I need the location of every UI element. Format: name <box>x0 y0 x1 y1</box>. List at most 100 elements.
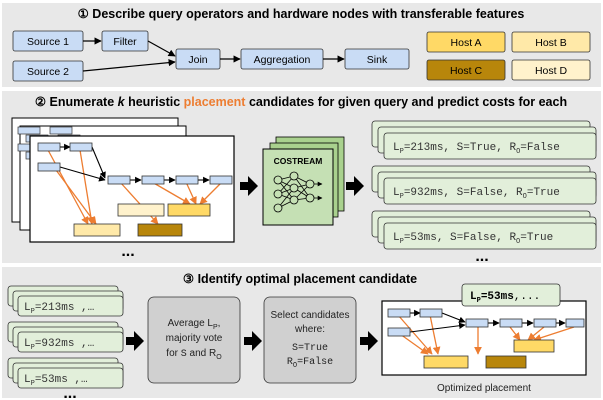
edge-source2-join <box>82 59 176 72</box>
operator-sink: Sink <box>344 48 410 70</box>
prediction-3-lp: =53ms, <box>404 232 444 244</box>
candidates-ellipsis: ... <box>121 243 134 260</box>
section-2-title-post: candidates for given query and predict c… <box>245 95 567 109</box>
host-d-label: Host D <box>535 65 568 77</box>
average-line-3: for S and RO <box>166 348 222 361</box>
operator-join: Join <box>175 48 221 70</box>
section-2-title-placement: placement <box>184 95 247 109</box>
candidate-2: LP=932ms ,… <box>7 321 124 353</box>
section-2-title-pre: ② Enumerate <box>35 95 118 109</box>
optimized-placement-nodes <box>387 308 585 337</box>
operator-source-1-label: Source 1 <box>27 36 69 48</box>
arrow-to-result <box>360 331 378 351</box>
operator-sink-label: Sink <box>367 54 388 66</box>
candidate-1-value: =213ms ,… <box>35 302 94 314</box>
prediction-1: LP=213ms, S=True, RO=False <box>371 120 597 160</box>
optimized-placement-arrows <box>397 314 575 355</box>
section-3-ellipsis: ... <box>63 385 76 400</box>
prediction-1-ro: =False <box>520 142 560 154</box>
host-b-label: Host B <box>535 37 567 49</box>
prediction-2-lp: =932ms, <box>404 187 450 199</box>
prediction-2: LP=932ms, S=False, RO=True <box>371 165 597 205</box>
optimized-placement-caption: Optimized placement <box>437 383 531 394</box>
optimized-placement-card <box>381 300 587 376</box>
section-3: ③ Identify optimal placement candidate L… <box>2 267 601 400</box>
operator-join-label: Join <box>188 54 207 66</box>
operator-filter-label: Filter <box>113 36 137 48</box>
candidate-2-text: LP=932ms ,… <box>24 338 94 352</box>
front-card-nodes <box>37 142 233 185</box>
select-line-1: Select candidates <box>271 310 350 321</box>
select-box: Select candidates where: S=True RO=False <box>263 296 357 384</box>
operator-source-2: Source 2 <box>12 60 84 82</box>
average-line-1-text: Average L <box>168 318 214 329</box>
select-line-4-post: =False <box>297 356 333 368</box>
average-line-3-pre: for <box>166 348 180 359</box>
front-card-hosts <box>73 203 211 237</box>
select-line-4: RO=False <box>287 356 333 370</box>
candidate-3-value: =53ms ,… <box>35 374 88 386</box>
prediction-3: LP=53ms, S=False, RO=True <box>371 210 597 250</box>
select-line-2: where: <box>294 324 325 335</box>
result-label-suffix: ,... <box>514 291 540 303</box>
host-c: Host C <box>426 59 506 81</box>
section-2-title-mid: heuristic <box>125 95 184 109</box>
arrow-to-model <box>240 176 258 196</box>
arrow-to-select <box>244 331 262 351</box>
optimized-placement-edges <box>409 309 566 333</box>
average-line-3-s: S <box>181 349 187 360</box>
section-2: ② Enumerate k heuristic placement candid… <box>2 91 601 265</box>
optimized-placement-hosts <box>423 339 555 369</box>
average-line-2: majority vote <box>166 333 223 344</box>
result-label-box <box>461 283 561 307</box>
operator-aggregation: Aggregation <box>240 48 324 70</box>
candidate-1: LP=213ms ,… <box>7 285 124 317</box>
neural-network-icon <box>273 171 323 213</box>
predictions-ellipsis: ... <box>475 248 488 265</box>
candidate-2-value: =932ms ,… <box>35 338 94 350</box>
average-line-1-end: , <box>218 318 221 329</box>
select-line-3: S=True <box>292 343 328 354</box>
section-3-title: ③ Identify optimal placement candidate <box>183 272 417 286</box>
host-a-label: Host A <box>451 37 482 49</box>
costream-label: COSTREAM <box>274 156 323 166</box>
operator-source-2-label: Source 2 <box>27 66 69 78</box>
section-2-title-k: k <box>118 95 126 109</box>
section-1-title: ① Describe query operators and hardware … <box>78 7 525 21</box>
prediction-3-s: S=False, <box>450 232 503 244</box>
arrow-to-predictions <box>346 176 364 196</box>
edge-filter-join <box>147 40 176 57</box>
placement-candidates-stack: ... <box>11 117 235 260</box>
host-d: Host D <box>511 59 591 81</box>
operator-source-1: Source 1 <box>12 30 84 52</box>
section-1: ① Describe query operators and hardware … <box>2 3 601 87</box>
average-box: Average LP, majority vote for S and RO <box>147 296 241 384</box>
result-label-value: =53ms <box>481 291 514 303</box>
select-line-4-sub: O <box>293 362 297 370</box>
prediction-3-text: LP=53ms, S=False, RO=True <box>393 232 553 246</box>
operator-aggregation-label: Aggregation <box>254 54 311 66</box>
prediction-3-ro: =True <box>520 232 553 244</box>
front-card-edges <box>59 143 210 184</box>
candidate-card-front <box>29 135 235 243</box>
prediction-2-ro: =True <box>527 187 560 199</box>
prediction-1-s: S=True, <box>457 142 503 154</box>
result-label: LP=53ms,... <box>470 291 540 305</box>
average-line-1: Average LP, <box>168 318 221 331</box>
candidate-3-text: LP=53ms ,… <box>24 374 88 388</box>
placement-arrows <box>47 149 223 225</box>
arrow-to-average <box>126 331 144 351</box>
average-line-1-sub: P <box>213 324 218 331</box>
host-b: Host B <box>511 31 591 53</box>
section-2-title: ② Enumerate k heuristic placement candid… <box>35 95 567 109</box>
operator-edges <box>82 37 345 72</box>
prediction-2-text: LP=932ms, S=False, RO=True <box>393 187 560 201</box>
select-line-4-pre: R <box>287 357 293 368</box>
candidate-1-text: LP=213ms ,… <box>24 302 94 316</box>
host-c-label: Host C <box>450 65 483 77</box>
average-line-3-and: and R <box>187 348 216 359</box>
host-a: Host A <box>426 31 506 53</box>
prediction-1-text: LP=213ms, S=True, RO=False <box>393 142 560 156</box>
average-line-3-sub: O <box>216 354 222 361</box>
